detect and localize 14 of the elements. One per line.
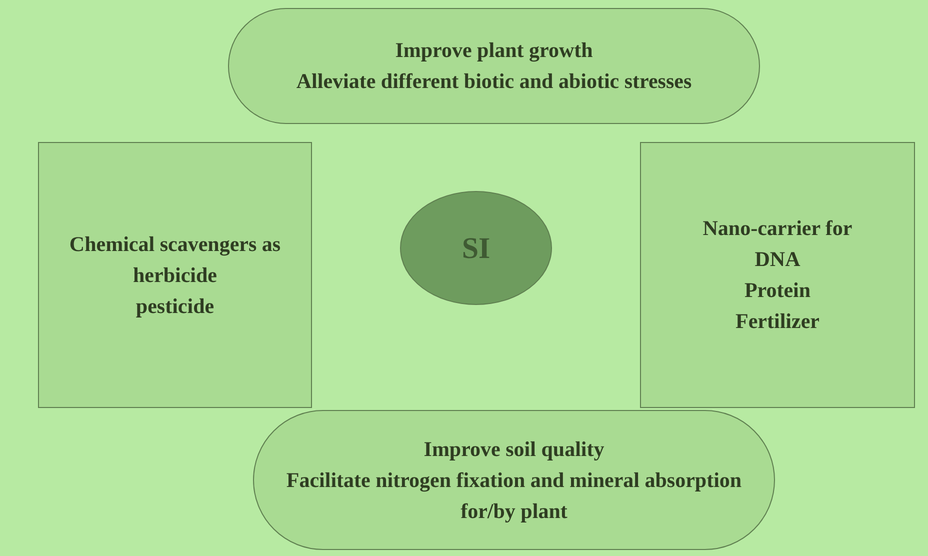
node-text: herbicide <box>133 262 217 288</box>
node-text: Fertilizer <box>736 308 820 335</box>
node-text: pesticide <box>136 292 214 320</box>
node-text: DNA <box>754 246 800 273</box>
node-text: Improve soil quality <box>424 436 604 462</box>
node-text: Improve plant growth <box>395 37 593 64</box>
node-text: Facilitate nitrogen fixation and mineral absorption for/by plant <box>285 466 743 524</box>
node-text: SI <box>462 232 490 264</box>
node-text: Nano-carrier for <box>702 215 852 242</box>
process-box <box>640 142 915 408</box>
node-text: Protein <box>744 277 811 304</box>
process-box <box>38 142 312 408</box>
node-text: Alleviate different biotic and abiotic stresses <box>296 68 692 95</box>
node-text: Chemical scavengers as <box>69 230 281 258</box>
